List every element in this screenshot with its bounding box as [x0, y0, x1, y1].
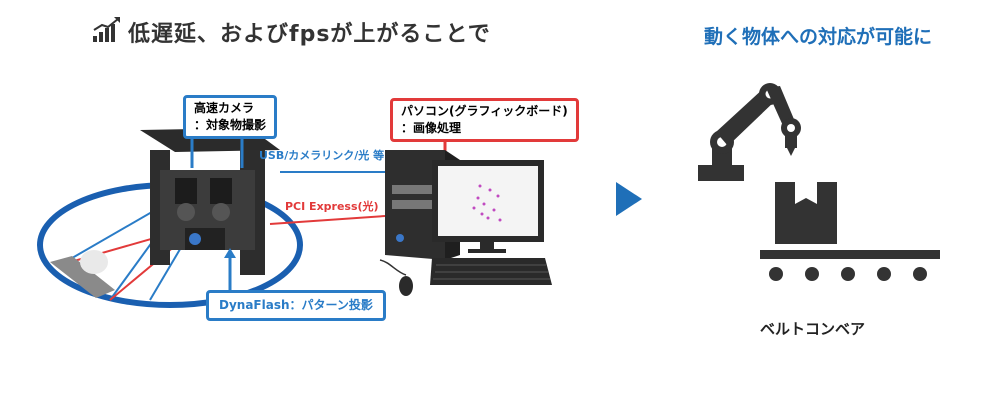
pc-callout-line1: パソコン(グラフィックボード): [401, 104, 568, 118]
pcie-label: PCI Express(光): [285, 200, 379, 213]
play-triangle-icon: [616, 182, 642, 216]
pc-callout-line2: ：画像処理: [401, 121, 462, 135]
camera-callout: 高速カメラ ：対象物撮影: [183, 95, 278, 139]
system-illustration: [37, 128, 552, 308]
pcie-line: [269, 215, 386, 225]
monitor: [432, 160, 544, 253]
page-title: 低遅延、およびfpsが上がることで: [128, 22, 491, 47]
conveyor-belt-icon: [760, 250, 940, 284]
mouse: [379, 259, 413, 296]
result-heading: 動く物体への対応が可能に: [704, 26, 933, 48]
dynaflash-callout: DynaFlash：パターン投影: [206, 290, 386, 321]
keyboard: [430, 258, 552, 285]
dynaflash-label: DynaFlash：パターン投影: [219, 298, 373, 312]
usb-label: USB/カメラリンク/光 等: [259, 149, 385, 162]
bar-chart-rising-icon: [92, 16, 122, 44]
target-object: [50, 250, 115, 298]
pc-callout: パソコン(グラフィックボード) ：画像処理: [390, 98, 579, 142]
camera-callout-line1: 高速カメラ: [194, 101, 255, 115]
cardboard-box-icon: [775, 182, 837, 244]
robot-arm-icon: [690, 80, 820, 185]
belt-label: ベルトコンベア: [760, 320, 866, 338]
camera-callout-line2: ：対象物撮影: [194, 118, 267, 132]
